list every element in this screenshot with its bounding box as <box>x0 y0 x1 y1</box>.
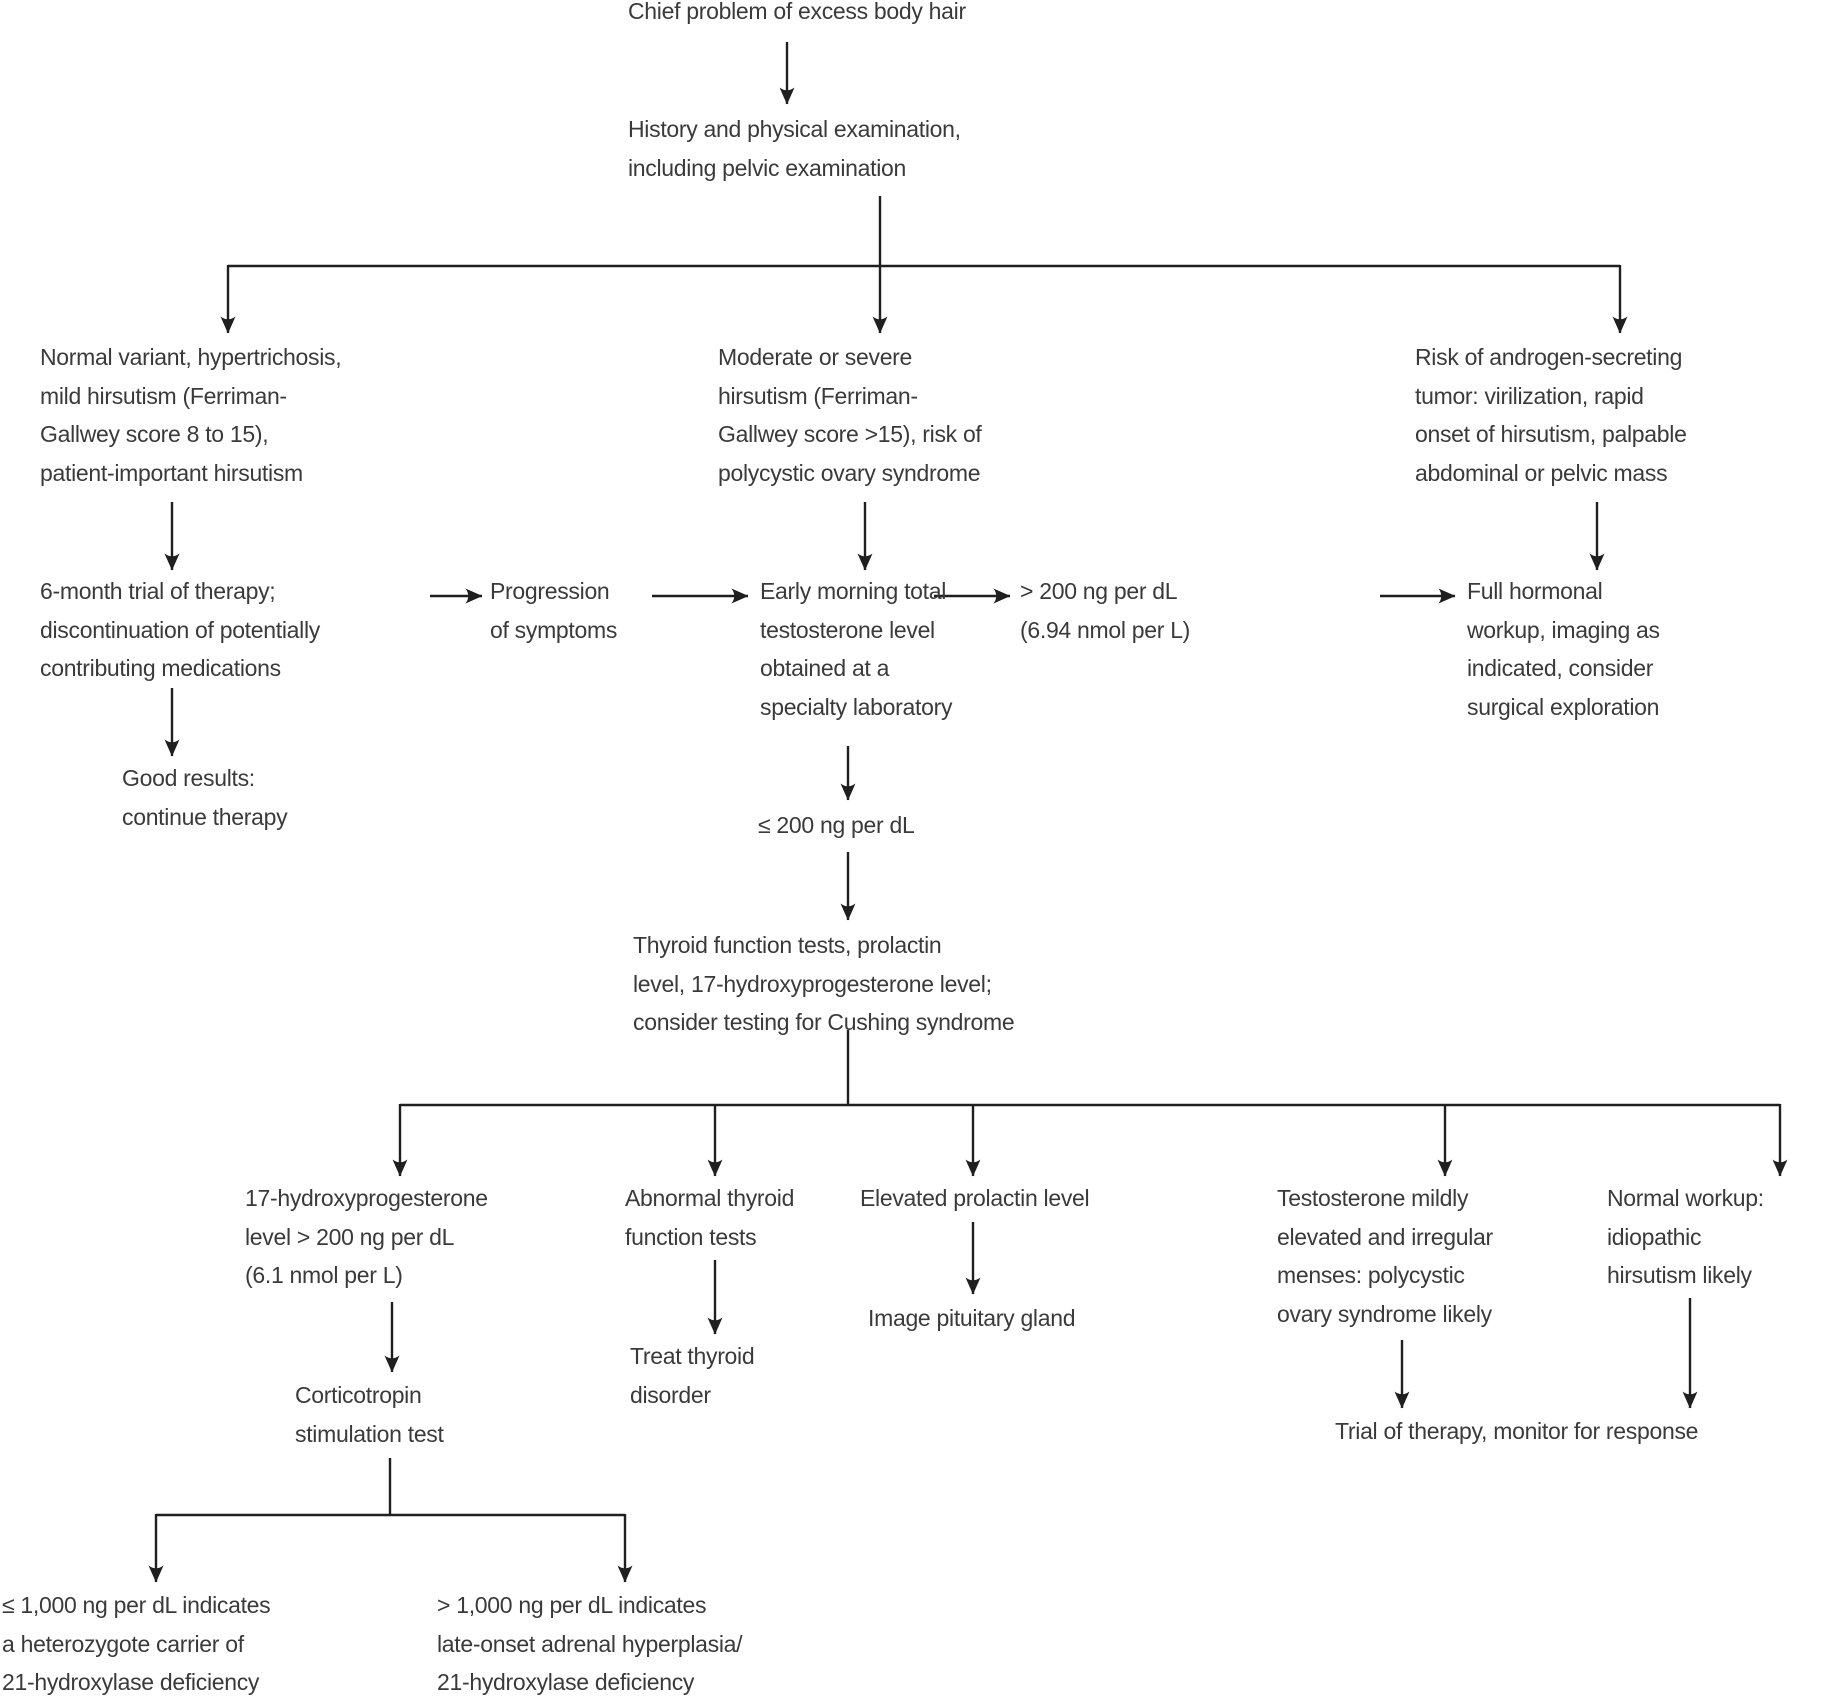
node-normal-variant: Normal variant, hypertrichosis, mild hir… <box>40 344 342 486</box>
node-treat-thyroid: Treat thyroid disorder <box>630 1343 755 1408</box>
node-corticotropin-test: Corticotropin stimulation test <box>295 1382 444 1447</box>
node-moderate-severe: Moderate or severe hirsutism (Ferriman- … <box>718 344 982 486</box>
node-risk-tumor: Risk of androgen-secreting tumor: virili… <box>1415 344 1687 486</box>
node-normal-workup: Normal workup: idiopathic hirsutism like… <box>1607 1185 1764 1288</box>
node-trial-of-therapy: Trial of therapy, monitor for response <box>1335 1418 1699 1444</box>
node-full-workup: Full hormonal workup, imaging as indicat… <box>1467 578 1660 720</box>
node-le-200: ≤ 200 ng per dL <box>758 812 915 838</box>
node-thyroid-tests: Thyroid function tests, prolactin level,… <box>633 932 1015 1035</box>
node-le-1000-carrier: ≤ 1,000 ng per dL indicates a heterozygo… <box>2 1592 271 1695</box>
node-abnormal-thyroid: Abnormal thyroid function tests <box>625 1185 795 1250</box>
node-progression: Progression of symptoms <box>490 578 618 643</box>
node-testosterone-pcos: Testosterone mildly elevated and irregul… <box>1277 1185 1493 1327</box>
node-good-results: Good results: continue therapy <box>122 765 288 830</box>
node-six-month-trial: 6-month trial of therapy; discontinuatio… <box>40 578 320 681</box>
node-gt-200: > 200 ng per dL (6.94 nmol per L) <box>1020 578 1191 643</box>
node-early-testosterone: Early morning total testosterone level o… <box>760 578 953 720</box>
node-history-exam: History and physical examination, includ… <box>628 116 961 181</box>
node-elevated-prolactin: Elevated prolactin level <box>860 1185 1090 1211</box>
node-gt-1000-hyperplasia: > 1,000 ng per dL indicates late-onset a… <box>437 1592 743 1695</box>
node-17ohp-elevated: 17-hydroxyprogesterone level > 200 ng pe… <box>245 1185 488 1288</box>
node-chief-problem: Chief problem of excess body hair <box>628 0 966 24</box>
node-image-pituitary: Image pituitary gland <box>868 1305 1076 1331</box>
